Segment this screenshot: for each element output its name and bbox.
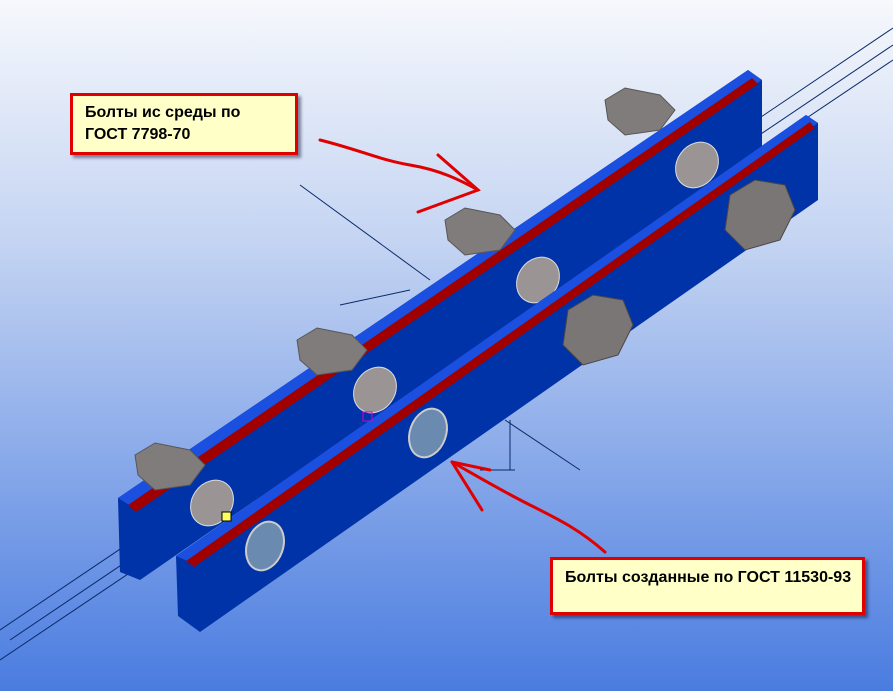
callout-created-bolts: Болты созданные по ГОСТ 11530-93 <box>550 557 865 615</box>
bolt-shanks <box>190 141 719 527</box>
callout-text: ГОСТ 7798-70 <box>85 126 191 143</box>
annotation-arrows <box>318 138 607 554</box>
callout-text: Болты созданные по ГОСТ 11530-93 <box>565 569 852 586</box>
bolt-head <box>562 294 634 366</box>
bolt-head <box>444 207 516 256</box>
front-plate[interactable] <box>176 115 818 632</box>
front-bolts <box>562 179 796 366</box>
callout-text: Болты ис среды по <box>85 104 241 121</box>
callout-standard-bolts: Болты ис среды по ГОСТ 7798-70 <box>70 93 298 155</box>
bolt-head <box>296 327 368 376</box>
bolt-head <box>724 179 796 251</box>
bolt-head <box>134 442 206 491</box>
snap-marker[interactable] <box>221 511 232 522</box>
snap-marker[interactable] <box>362 411 373 422</box>
front-holes <box>245 407 448 572</box>
bolt-head <box>604 87 676 136</box>
back-bolts <box>134 87 676 491</box>
back-plate[interactable] <box>118 70 762 580</box>
